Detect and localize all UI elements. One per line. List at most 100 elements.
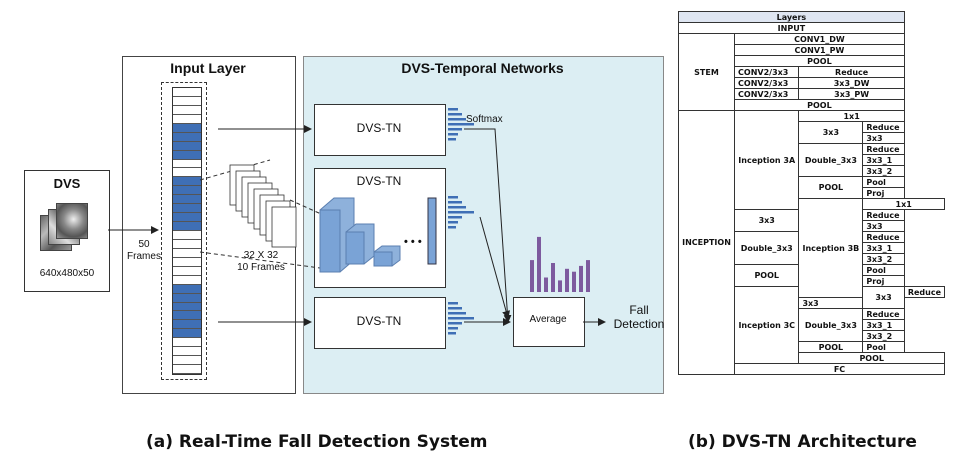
cell: Reduce xyxy=(862,121,905,133)
frame-cell xyxy=(173,132,201,142)
crop-frame xyxy=(271,206,297,248)
softmax-bar xyxy=(448,118,466,121)
frame-cell xyxy=(173,293,201,303)
softmax-bar xyxy=(448,327,458,330)
projection-line-bottom xyxy=(199,251,321,269)
row-conv1-dw: CONV1_DW xyxy=(734,33,905,45)
output-label: Fall Detection xyxy=(613,303,665,331)
diagram-graphics xyxy=(108,108,606,335)
softmax-bar xyxy=(448,201,462,204)
dvs-title: DVS xyxy=(53,176,81,191)
frame-cell xyxy=(173,96,201,106)
softmax-bar xyxy=(448,211,474,214)
cell: 3x3 xyxy=(862,220,905,232)
frame-cell xyxy=(173,365,201,374)
inception-label: INCEPTION xyxy=(677,110,736,375)
cell-dw: 3x3_DW xyxy=(798,77,905,89)
dvs-tn-mid-label: DVS-TN xyxy=(356,174,402,188)
row-conv2-b: CONV2/3x3 xyxy=(734,77,800,89)
histogram-bar xyxy=(579,265,583,292)
frame-cell xyxy=(173,105,201,115)
frame-cell xyxy=(173,195,201,205)
probability-histogram xyxy=(530,236,590,292)
table-header: Layers xyxy=(678,11,905,23)
frame-cell xyxy=(173,239,201,249)
cell: 3x3_1 xyxy=(862,154,905,166)
input-layer-title: Input Layer xyxy=(170,60,246,76)
cell: 3x3_2 xyxy=(862,165,905,177)
softmax-bar xyxy=(448,128,462,131)
cell: Proj xyxy=(862,187,905,199)
frame-cell xyxy=(173,186,201,196)
row-final-pool: POOL xyxy=(798,352,945,364)
frame-cell xyxy=(173,114,201,124)
cell: 1x1 xyxy=(862,198,945,210)
frame-cell xyxy=(173,311,201,321)
cell: POOL xyxy=(798,176,864,199)
histogram-bar xyxy=(544,277,548,292)
row-conv2-a: CONV2/3x3 xyxy=(734,66,800,78)
cell: 3x3 xyxy=(798,297,864,309)
softmax-bar xyxy=(448,302,458,305)
frame-cell xyxy=(173,302,201,312)
softmax-bar xyxy=(448,317,474,320)
softmax-bar xyxy=(448,138,456,141)
histogram-bar xyxy=(572,271,576,292)
average-box xyxy=(513,297,585,347)
histogram-bar xyxy=(565,268,569,292)
histogram-bar xyxy=(551,263,555,292)
cell: 3x3_1 xyxy=(862,319,905,331)
frame-cell xyxy=(173,213,201,223)
cell: Reduce xyxy=(862,308,905,320)
cell: Reduce xyxy=(862,231,905,243)
dvs-tn-top xyxy=(314,104,446,156)
dvs-tn-bottom-label: DVS-TN xyxy=(356,314,402,328)
cell: 3x3_2 xyxy=(862,330,905,342)
frame-cell xyxy=(173,275,201,285)
softmax-bar xyxy=(448,196,458,199)
dvs-dimensions: 640x480x50 xyxy=(39,268,95,279)
frame-cell xyxy=(173,266,201,276)
frame-cell xyxy=(173,88,201,97)
frame-cell xyxy=(173,248,201,258)
frame-cell xyxy=(173,347,201,357)
softmax-bars xyxy=(448,108,474,335)
frame-cell xyxy=(173,329,201,339)
cell: 3x3_2 xyxy=(862,253,905,265)
softmax-bar xyxy=(448,221,458,224)
crop-stack xyxy=(229,164,297,248)
average-label: Average xyxy=(529,314,567,325)
crop-label: 32 X 32 10 Frames xyxy=(237,250,285,273)
softmax-bar xyxy=(448,216,462,219)
softmax-bar xyxy=(448,108,458,111)
cell: Reduce xyxy=(862,143,905,155)
cell: Double_3x3 xyxy=(734,231,800,265)
diagram-a: DVS 640x480x50 Input Layer DVS-Temporal … xyxy=(24,56,665,394)
softmax-label: Softmax xyxy=(466,114,503,125)
frame-cell xyxy=(173,168,201,178)
softmax-bar xyxy=(448,332,456,335)
softmax-bar xyxy=(448,206,466,209)
inception-3a: Inception 3A xyxy=(734,110,800,210)
frame-cell xyxy=(173,231,201,240)
softmax-bar xyxy=(448,123,474,126)
row-input: INPUT xyxy=(678,22,905,34)
stem-label: STEM xyxy=(677,33,736,111)
row-conv2-c: CONV2/3x3 xyxy=(734,88,800,100)
ellipsis: • • • xyxy=(404,236,422,248)
frame-cell xyxy=(173,159,201,169)
caption-b: (b) DVS-TN Architecture xyxy=(688,432,917,452)
frame-cell xyxy=(173,150,201,160)
row-stem-pool-2: POOL xyxy=(734,99,905,111)
frame-cell xyxy=(173,204,201,214)
frame-cell xyxy=(173,141,201,151)
cell: 3x3 xyxy=(734,209,800,232)
cell: POOL xyxy=(734,264,800,287)
histogram-bar xyxy=(586,260,590,292)
cell: Pool xyxy=(862,264,905,276)
dvs-tn-top-label: DVS-TN xyxy=(356,121,402,135)
frame-cell xyxy=(173,177,201,187)
frame-cell xyxy=(173,257,201,267)
cell-reduce: Reduce xyxy=(798,66,905,78)
